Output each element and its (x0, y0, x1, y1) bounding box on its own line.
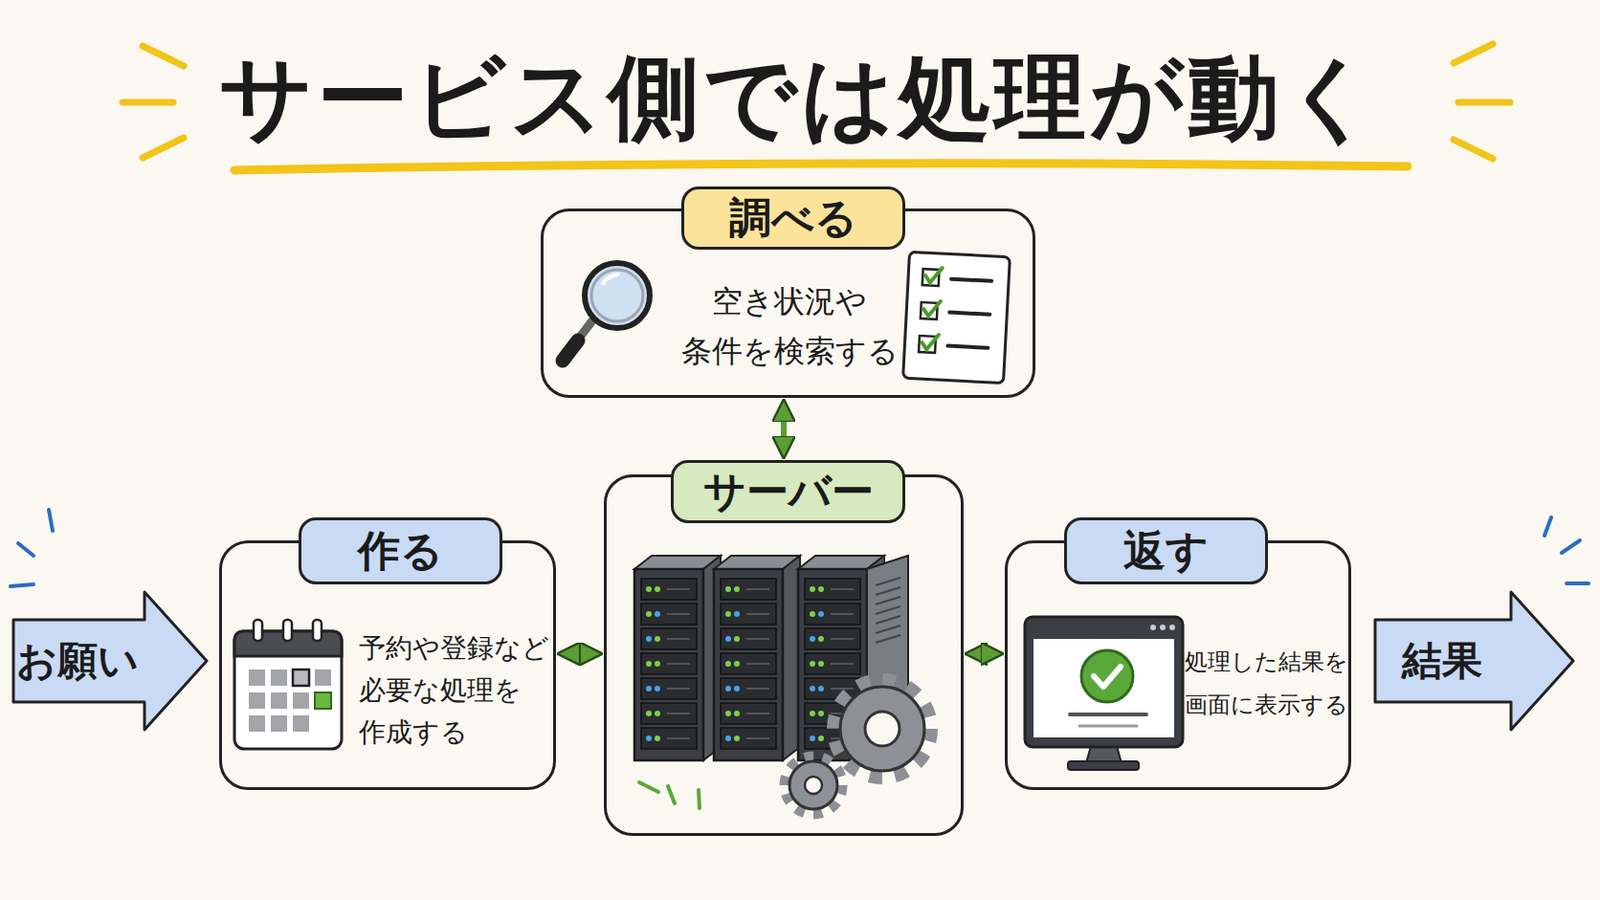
calendar-icon (312, 620, 322, 642)
magnifier-icon (602, 274, 619, 284)
calendar-icon (292, 669, 310, 687)
activity-ticks (698, 790, 700, 809)
monitor-icon (1081, 650, 1134, 703)
calendar-icon (283, 620, 292, 642)
calendar-icon (234, 620, 342, 750)
server-illustration (875, 606, 901, 615)
gear-icon (840, 687, 925, 772)
tab-label: サーバー (670, 460, 906, 524)
calendar-icon (270, 692, 288, 710)
accent-ticks (122, 99, 174, 107)
checklist-icon (923, 300, 941, 317)
body-text: 予約や登録など 必要な処理を 作成する (358, 627, 551, 755)
accent-ticks (10, 584, 34, 587)
body-text: 処理した結果を 画面に表示する (1184, 641, 1348, 728)
gear-icon (834, 681, 931, 778)
body-text: 空き状況や 条件を検索する (674, 276, 905, 377)
monitor-icon (1033, 639, 1175, 738)
server-illustration (634, 555, 909, 761)
accent-ticks (1453, 44, 1493, 64)
server-illustration (875, 597, 901, 605)
diagram-title: サービス側では処理が動く (0, 44, 1600, 152)
arrow-label: お願い (10, 620, 145, 703)
checklist-icon (951, 279, 992, 282)
calendar-icon (270, 669, 288, 687)
checklist-icon (903, 251, 1011, 383)
calendar-icon (248, 692, 266, 710)
server-illustration (875, 635, 901, 644)
accent-ticks (142, 45, 184, 67)
process-box: 返す処理した結果を 画面に表示する (1004, 540, 1352, 791)
process-box: サーバー (603, 474, 964, 837)
process-box: 作る予約や登録など 必要な処理を 作成する (219, 540, 556, 791)
calendar-icon (292, 715, 310, 733)
magnifier-icon (562, 340, 578, 361)
magnifier-icon (584, 263, 650, 329)
gear-icon (784, 756, 843, 815)
server-illustration (875, 577, 901, 586)
accent-ticks (142, 137, 184, 158)
accent-ticks (1561, 540, 1580, 554)
connector-arrow (969, 651, 1000, 658)
arrow-label: 結果 (1372, 620, 1512, 703)
gear-icon (789, 761, 838, 810)
accent-ticks (1566, 581, 1589, 586)
monitor-icon (1159, 624, 1166, 631)
checklist-icon (921, 333, 939, 351)
monitor-icon (1069, 712, 1147, 717)
checklist-icon (903, 251, 1011, 383)
checklist-icon (925, 266, 943, 284)
calendar-icon (248, 669, 266, 687)
calendar-icon (234, 631, 342, 750)
calendar-icon (292, 692, 310, 710)
server-illustration (713, 555, 800, 761)
tab-label: 調べる (681, 186, 906, 250)
monitor-icon (1024, 617, 1183, 771)
gear-icon (804, 777, 823, 795)
connector-arrow (780, 403, 787, 455)
gear-icon (865, 711, 900, 747)
calendar-icon (248, 715, 266, 733)
server-illustration (875, 587, 901, 596)
calendar-icon (314, 692, 332, 710)
checklist-icon (947, 346, 988, 349)
server-illustration (875, 616, 901, 624)
accent-ticks (1453, 139, 1493, 159)
monitor-icon (1150, 624, 1156, 631)
activity-ticks (639, 782, 700, 809)
activity-ticks (667, 786, 675, 804)
checklist-icon (949, 312, 990, 315)
monitor-icon (1093, 666, 1121, 688)
tab-label: 返す (1064, 517, 1268, 585)
arrow-shape: お願い (10, 589, 210, 734)
monitor-icon (1169, 624, 1176, 631)
accent-ticks (18, 543, 34, 556)
gear-icon (784, 681, 931, 815)
accent-ticks (1544, 517, 1552, 536)
accent-ticks (48, 510, 53, 532)
server-illustration (875, 625, 901, 634)
title-underline (234, 163, 1408, 171)
calendar-icon (314, 669, 332, 687)
process-box: 調べる空き状況や 条件を検索する (540, 208, 1036, 399)
connector-arrow (561, 651, 599, 658)
monitor-icon (1024, 617, 1183, 748)
monitor-icon (1067, 761, 1139, 771)
magnifier-icon (562, 263, 650, 361)
server-illustration (634, 555, 721, 761)
accent-ticks (1458, 99, 1511, 107)
calendar-icon (253, 620, 263, 642)
calendar-icon (270, 715, 288, 733)
tab-label: 作る (298, 517, 503, 585)
arrow-shape: 結果 (1372, 589, 1577, 734)
activity-ticks (639, 782, 659, 793)
monitor-icon (1079, 725, 1137, 729)
magnifier-icon (591, 269, 644, 322)
